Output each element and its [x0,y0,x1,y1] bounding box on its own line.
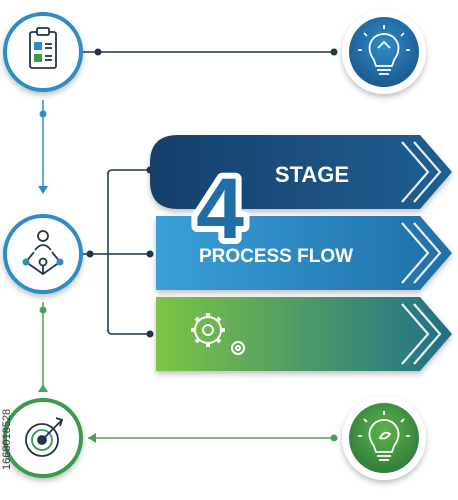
node-top-right [342,10,426,94]
team-network-icon [22,230,64,276]
chevron-arrows-icon [401,303,442,365]
node-bottom-right [342,396,426,480]
banner-gears [156,297,452,371]
node-top-left [3,12,83,92]
big-number: 4 [196,161,244,257]
node-middle-left [3,214,83,294]
clipboard-icon [29,27,57,69]
big-number-outline: 4 [196,161,244,257]
chevron-arrows-icon [401,222,442,284]
target-icon [25,417,64,457]
side-id-text: 1668018528 [1,409,13,470]
banner-stage [150,135,452,209]
title-process-flow: PROCESS FLOW [199,246,353,267]
lightbulb-icon [358,25,410,75]
banner-process-flow [156,216,452,290]
node-bottom-left [3,398,83,478]
idea-bulb-icon [358,411,410,461]
title-stage: STAGE [275,162,349,187]
gears-icon [191,313,245,355]
chevron-arrows-icon [401,141,442,203]
